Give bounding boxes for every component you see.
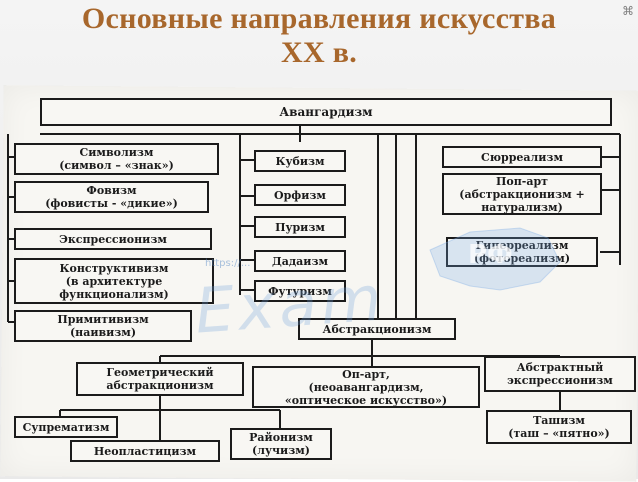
node-surrealism: Сюрреализм [442,146,602,168]
node-abstract-expressionism: Абстрактный экспрессионизм [484,356,636,392]
node-tachisme: Ташизм (таш – «пятно») [486,410,632,444]
slide-title: Основные направления искусства XX в. [0,2,638,70]
watermark-url: https://... [205,258,251,269]
watermark-brand: Exam [192,261,388,348]
node-dadaism: Дадаизм [254,250,346,272]
node-geometric-abstractionism: Геометрический абстракционизм [76,362,244,396]
node-constructivism: Конструктивизм (в архитектуре функционал… [14,258,214,304]
node-symbolism: Символизм (символ – «знак») [14,143,219,175]
node-hyperrealism: Гиперреализм (фотореализм) [446,237,598,267]
node-neoplasticism: Неопластицизм [70,440,220,462]
node-primitivism: Примитивизм (наивизм) [14,310,192,342]
node-fauvism: Фовизм (фовисты - «дикие») [14,181,209,213]
node-futurism: Футуризм [254,280,346,302]
node-avantgarde: Авангардизм [40,98,612,126]
node-opart: Оп-арт, (неоавангардизм, «оптическое иск… [252,366,480,408]
node-cubism: Кубизм [254,150,346,172]
title-line-2: XX в. [280,36,358,69]
node-orphism: Орфизм [254,184,346,206]
node-expressionism: Экспрессионизм [14,228,212,250]
node-abstractionism: Абстракционизм [298,318,456,340]
title-line-1: Основные направления искусства [81,2,557,35]
node-rayonism: Районизм (лучизм) [230,428,332,460]
node-suprematism: Супрематизм [14,416,118,438]
node-purism: Пуризм [254,216,346,238]
watermark-region: РФ [468,240,513,270]
corner-ornament-icon: ⌘ [622,4,634,18]
node-popart: Поп-арт (абстракционизм + натурализм) [442,173,602,215]
